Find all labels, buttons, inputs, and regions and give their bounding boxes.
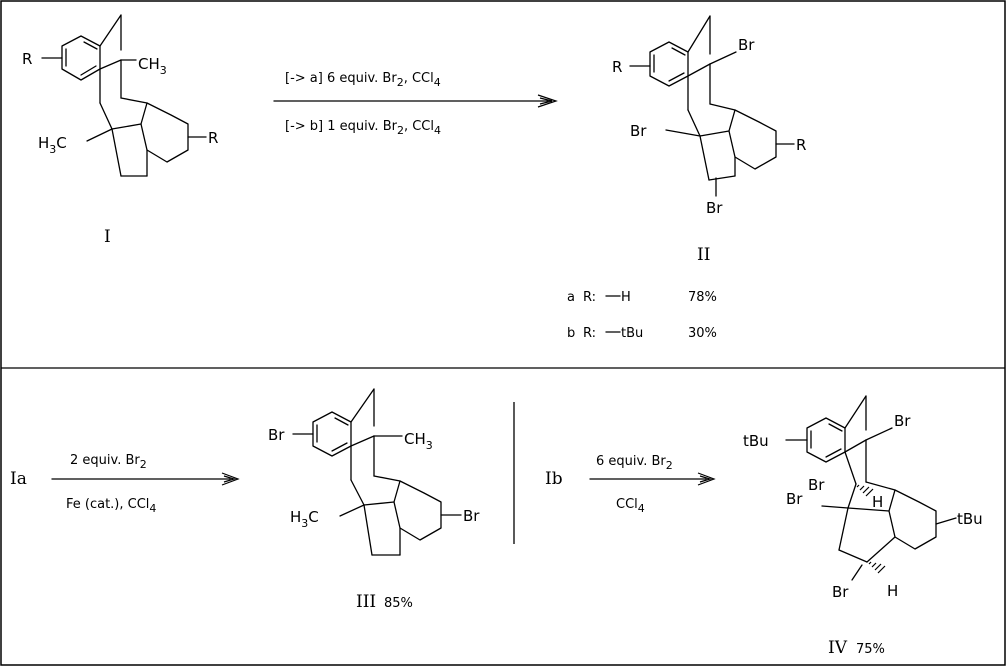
variant-b-yield: 30% bbox=[688, 326, 717, 341]
compound-IV: tBu Br Br H Br tBu Br H IV 75% bbox=[743, 395, 983, 658]
compound-II-br-bottom: Br bbox=[706, 199, 723, 217]
compound-II-bonds bbox=[629, 15, 795, 197]
compound-IV-bonds bbox=[785, 395, 957, 581]
compound-III-label: III bbox=[356, 592, 376, 612]
compound-II-r-upper: R bbox=[612, 58, 622, 76]
compound-IV-yield: 75% bbox=[856, 642, 885, 657]
compound-I-label: I bbox=[104, 227, 111, 247]
variant-a-r-label: R: bbox=[583, 290, 596, 305]
variant-b-r-group: tBu bbox=[621, 326, 643, 341]
reaction-2-conditions-above: 2 equiv. Br2 bbox=[70, 453, 147, 471]
compound-IV-label: IV bbox=[828, 638, 848, 658]
reaction-3-conditions-below: CCl4 bbox=[616, 497, 645, 515]
compound-IV-br-top: Br bbox=[894, 412, 911, 430]
compound-IV-tbu-lower: tBu bbox=[957, 510, 983, 528]
variant-b-id: b bbox=[567, 326, 575, 341]
compound-IV-h-lower: H bbox=[887, 582, 898, 600]
compound-I: R CH3 H3C R I bbox=[22, 14, 218, 247]
variant-b-r-label: R: bbox=[583, 326, 596, 341]
compound-I-r-lower: R bbox=[208, 129, 218, 147]
variant-a-yield: 78% bbox=[688, 290, 717, 305]
compound-IV-hashed-wedge-upper bbox=[856, 484, 874, 497]
compound-I-methyl-bottom: H3C bbox=[38, 134, 67, 156]
compound-III-br-lower: Br bbox=[463, 507, 480, 525]
reaction-2: Ia 2 equiv. Br2 Fe (cat.), CCl4 bbox=[10, 453, 240, 515]
compound-II-label: II bbox=[697, 245, 710, 265]
compound-I-r-upper: R bbox=[22, 50, 32, 68]
compound-II-br-left: Br bbox=[630, 122, 647, 140]
variant-a-id: a bbox=[567, 290, 575, 305]
reaction-1: [-> a] 6 equiv. Br2, CCl4 [-> b] 1 equiv… bbox=[273, 71, 558, 137]
compound-II: R Br Br R Br II a R: H 78% b R: tBu 30% bbox=[567, 15, 806, 341]
compound-IV-br-upper-h: Br bbox=[808, 476, 825, 494]
compound-I-methyl-top: CH3 bbox=[138, 55, 167, 77]
variant-a-r-group: H bbox=[621, 290, 631, 305]
compound-IV-br-bottom: Br bbox=[832, 583, 849, 601]
compound-II-variant-a: a R: H 78% bbox=[567, 290, 717, 305]
reaction-3-arrowhead bbox=[697, 472, 716, 486]
compound-II-br-top: Br bbox=[738, 36, 755, 54]
compound-II-r-lower: R bbox=[796, 136, 806, 154]
reaction-2-arrowhead bbox=[221, 472, 240, 486]
reaction-3-conditions-above: 6 equiv. Br2 bbox=[596, 454, 673, 472]
compound-IV-tbu-upper: tBu bbox=[743, 432, 769, 450]
compound-II-variant-b: b R: tBu 30% bbox=[567, 326, 717, 341]
compound-IV-h-upper: H bbox=[872, 493, 883, 511]
reaction-2-conditions-below: Fe (cat.), CCl4 bbox=[66, 497, 156, 515]
compound-III: Br CH3 H3C Br III 85% bbox=[268, 388, 480, 612]
compound-III-br-upper: Br bbox=[268, 426, 285, 444]
compound-III-yield: 85% bbox=[384, 596, 413, 611]
compound-IV-br-left: Br bbox=[786, 490, 803, 508]
reaction-1-arrowhead bbox=[537, 94, 558, 108]
reaction-1-conditions-a: [-> a] 6 equiv. Br2, CCl4 bbox=[285, 71, 441, 89]
reaction-3-start: Ib bbox=[545, 469, 563, 489]
compound-III-methyl-bottom: H3C bbox=[290, 508, 319, 530]
reaction-1-conditions-b: [-> b] 1 equiv. Br2, CCl4 bbox=[285, 119, 441, 137]
compound-III-bonds bbox=[292, 388, 462, 556]
compound-IV-hashed-wedge-lower bbox=[868, 561, 886, 574]
compound-I-bonds bbox=[41, 14, 207, 177]
reaction-3: Ib 6 equiv. Br2 CCl4 bbox=[545, 454, 716, 515]
compound-III-methyl-top: CH3 bbox=[404, 430, 433, 452]
reaction-2-start: Ia bbox=[10, 469, 27, 489]
